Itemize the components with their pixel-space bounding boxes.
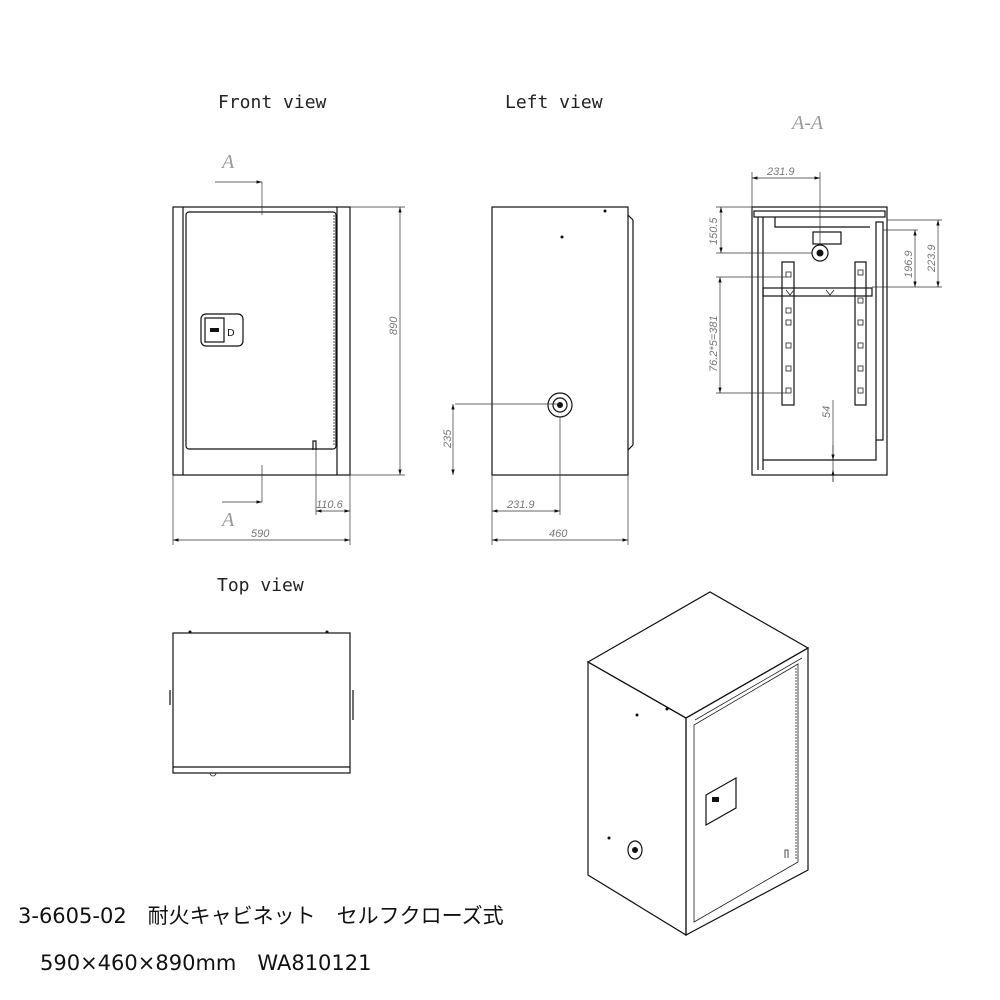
section-marker-top: A: [220, 151, 235, 173]
svg-text:D: D: [227, 328, 235, 339]
dim-235: 235: [442, 429, 454, 449]
dim-110-6: 110.6: [316, 499, 344, 511]
top-view-title: Top view: [217, 575, 304, 596]
front-view: D A A 890 110.6 590: [172, 151, 405, 545]
dim-231-9-section: 231.9: [766, 166, 795, 178]
isometric-view: [586, 591, 810, 937]
front-view-title: Front view: [218, 92, 327, 113]
product-title: 3-6605-02 耐火キャビネット セルフクローズ式: [18, 904, 504, 928]
dim-460: 460: [549, 528, 568, 540]
dim-196-9: 196.9: [903, 250, 915, 278]
left-view: 235 231.9 460: [442, 206, 634, 545]
lock-handle: D: [200, 313, 244, 347]
section-marker-bottom: A: [220, 509, 235, 531]
section-title: A-A: [790, 112, 824, 134]
top-view: [169, 630, 354, 777]
dim-890: 890: [388, 316, 400, 335]
dim-231-9-left: 231.9: [506, 499, 535, 511]
dim-54: 54: [821, 406, 833, 418]
dim-590: 590: [251, 528, 270, 540]
section-view: 231.9 150.5 196.9 223.9 76.2*5=381 54: [708, 166, 942, 482]
vent-fitting: [547, 392, 573, 418]
dim-pitch-381: 76.2*5=381: [708, 315, 720, 372]
dim-150-5: 150.5: [708, 217, 720, 245]
iso-lock-handle: [705, 776, 737, 827]
dim-223-9: 223.9: [926, 244, 938, 273]
product-spec: 590×460×890mm WA810121: [40, 951, 372, 975]
left-view-title: Left view: [505, 92, 603, 113]
